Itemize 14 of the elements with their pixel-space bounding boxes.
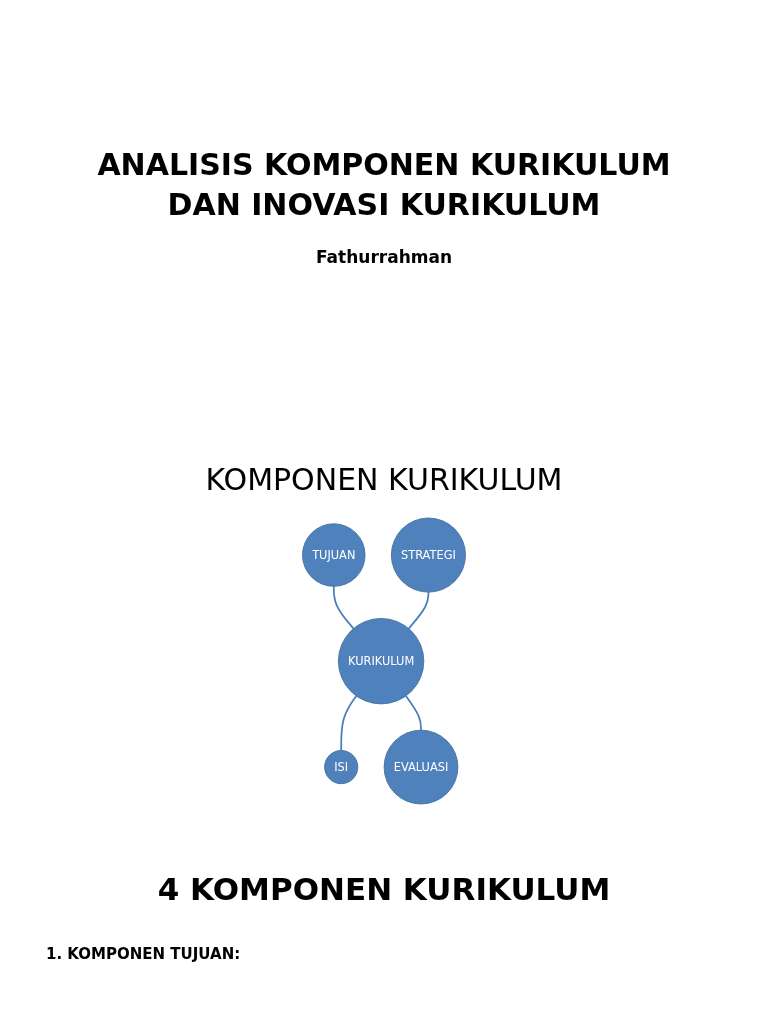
node-circle: ISI <box>324 750 359 785</box>
connector <box>405 695 422 732</box>
node-circle: KURIKULUM <box>337 618 425 705</box>
node-circle: TUJUAN <box>302 523 366 587</box>
section-heading: 4 KOMPONEN KURIKULUM <box>156 871 612 907</box>
connector <box>340 695 358 752</box>
node-circle: EVALUASI <box>383 729 459 805</box>
connector <box>407 591 430 630</box>
title: ANALISIS KOMPONEN KURIKULUM DAN INOVASI KURIKULUM <box>96 146 672 224</box>
section-heading: KOMPONEN KURIKULUM <box>204 462 564 497</box>
connector <box>332 585 355 630</box>
author-name: Fathurrahman <box>314 247 454 267</box>
node-circle: STRATEGI <box>390 517 466 593</box>
subheading: 1. KOMPONEN TUJUAN: <box>46 945 242 963</box>
